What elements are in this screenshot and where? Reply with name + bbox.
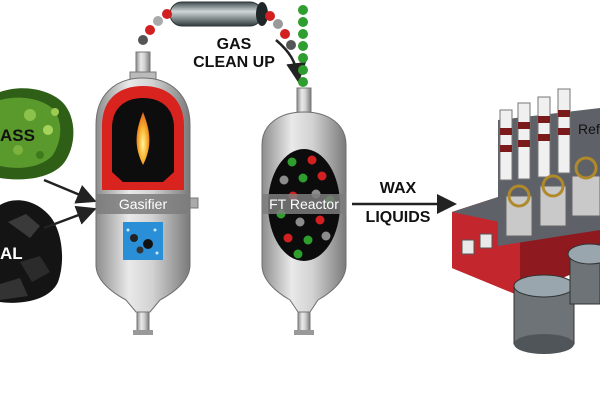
- flame-icon: [136, 112, 150, 165]
- gas-cleanup-label-line2: CLEAN UP: [193, 54, 275, 71]
- refinery-label: Ref: [578, 121, 600, 137]
- ft-reactor-vessel: FT Reactor: [261, 87, 347, 335]
- liquids-label: LIQUIDS: [366, 209, 431, 226]
- pellet-stream-in: [138, 9, 296, 50]
- coal-pile: AL: [0, 200, 63, 303]
- biomass-pile: ASS: [0, 88, 74, 180]
- coal-label: AL: [0, 244, 23, 263]
- refinery-plant: Ref: [452, 88, 600, 354]
- biomass-arrow: [43, 178, 97, 204]
- gasifier-vessel: Gasifier: [95, 51, 199, 335]
- pellet-stream-out: [298, 5, 308, 87]
- biomass-label: ASS: [0, 126, 35, 145]
- wax-label: WAX: [380, 180, 417, 197]
- coal-arrow: [43, 205, 97, 230]
- gasifier-label: Gasifier: [119, 196, 168, 212]
- ft-reactor-label: FT Reactor: [269, 196, 339, 212]
- gas-cleanup-label-line1: GAS: [217, 36, 252, 53]
- smokestacks: [499, 88, 571, 181]
- refinery-tanks: [505, 156, 600, 354]
- gas-cleanup-unit: GAS CLEAN UP: [138, 1, 308, 87]
